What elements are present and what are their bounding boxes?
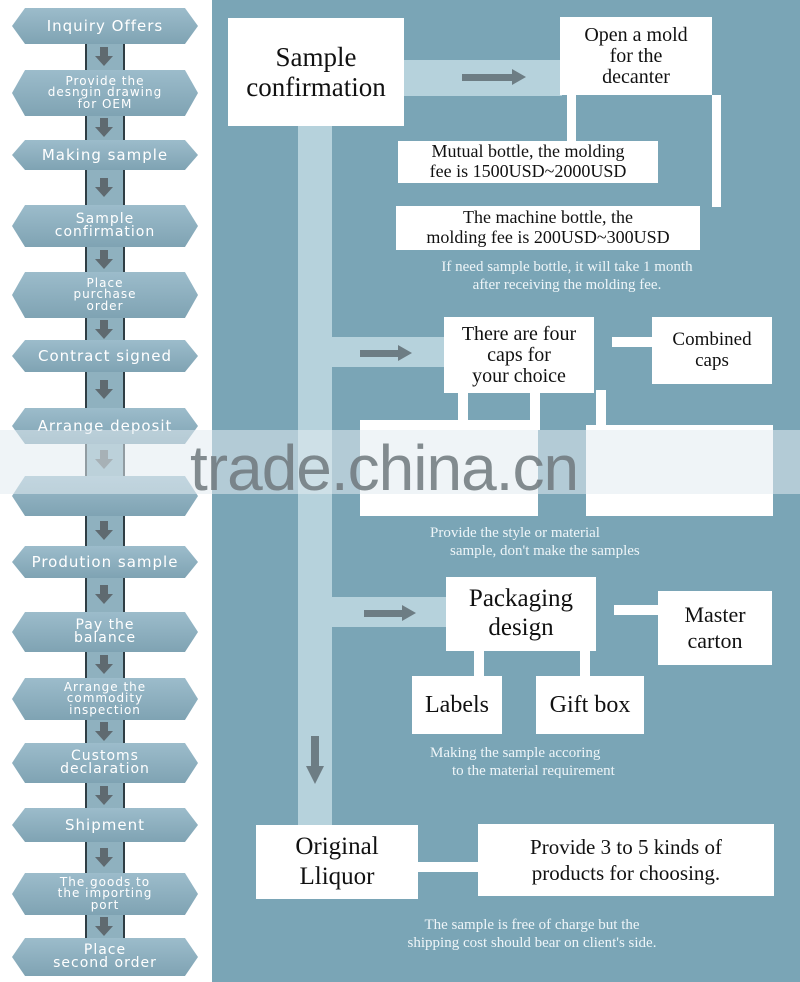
- process-step: Inquiry Offers: [12, 8, 198, 44]
- arrow-right-icon: [360, 345, 412, 361]
- arrow-down-icon: [95, 118, 113, 138]
- connector: [567, 95, 576, 143]
- arrow-down-icon: [95, 722, 113, 742]
- arrow-down-icon: [95, 249, 113, 270]
- arrow-down-icon: [95, 380, 113, 400]
- process-step-label: The goods to: [59, 874, 151, 889]
- process-step-label: declaration: [60, 761, 150, 777]
- arrow-right-icon: [364, 605, 416, 621]
- connector: [474, 650, 484, 678]
- process-step-label: Shipment: [65, 815, 145, 834]
- process-step-label: Prodution sample: [31, 552, 179, 571]
- watermark-band: [0, 430, 800, 494]
- process-step-label: Pay the: [75, 616, 135, 633]
- arrow-down-icon: [95, 47, 113, 67]
- process-step-label: desngin drawing: [47, 85, 163, 100]
- arrow-down-icon: [95, 917, 113, 937]
- process-step-label: Contract signed: [37, 346, 173, 365]
- process-step-label: order: [86, 298, 124, 313]
- connector: [712, 95, 721, 207]
- process-step-label: confirmation: [54, 224, 156, 240]
- connector: [458, 390, 468, 420]
- arrow-down-icon: [95, 785, 113, 806]
- process-step-label: purchase: [73, 287, 137, 302]
- process-step: Shipment: [12, 808, 198, 842]
- arrow-down-icon: [95, 177, 113, 198]
- process-step-label: Arrange the: [63, 679, 147, 694]
- arrow-down-icon: [95, 521, 113, 541]
- connector: [580, 650, 590, 678]
- arrow-down-icon: [95, 320, 113, 340]
- process-step: Contract signed: [12, 340, 198, 372]
- process-step: Prodution sample: [12, 546, 198, 578]
- process-step-label: Arrange deposit: [37, 416, 173, 435]
- connector: [612, 337, 654, 347]
- process-step-label: inspection: [69, 702, 141, 717]
- watermark-text: trade.china.cn: [190, 432, 579, 504]
- process-step-label: Place: [83, 941, 127, 958]
- process-step-label: Provide the: [65, 73, 145, 88]
- process-step-label: commodity: [66, 691, 144, 706]
- process-step-label: Inquiry Offers: [46, 16, 164, 35]
- connector: [530, 390, 540, 430]
- process-step-label: Customs: [71, 747, 139, 764]
- process-step: Making sample: [12, 140, 198, 170]
- process-step-label: Making sample: [41, 145, 169, 164]
- arrow-right-icon: [462, 69, 526, 85]
- process-step-label: balance: [73, 630, 137, 646]
- process-step-label: port: [90, 897, 120, 912]
- arrow-down-icon: [95, 847, 113, 868]
- mold-note: If need sample bottle, it will take 1 mo…: [441, 259, 693, 293]
- labels-box: Labels: [412, 676, 502, 734]
- connector: [412, 862, 482, 872]
- arrow-down-icon: [95, 585, 113, 605]
- process-step-label: the importing: [57, 886, 153, 901]
- connector: [596, 390, 606, 428]
- arrow-down-icon: [95, 655, 113, 675]
- process-step-label: Place: [86, 275, 124, 290]
- arrow-down-icon: [306, 736, 324, 784]
- process-step-label: for OEM: [77, 96, 133, 111]
- connector: [614, 605, 660, 615]
- process-step-label: second order: [53, 955, 157, 971]
- gift-box-box: Gift box: [536, 676, 644, 734]
- process-step-label: Sample: [75, 210, 135, 227]
